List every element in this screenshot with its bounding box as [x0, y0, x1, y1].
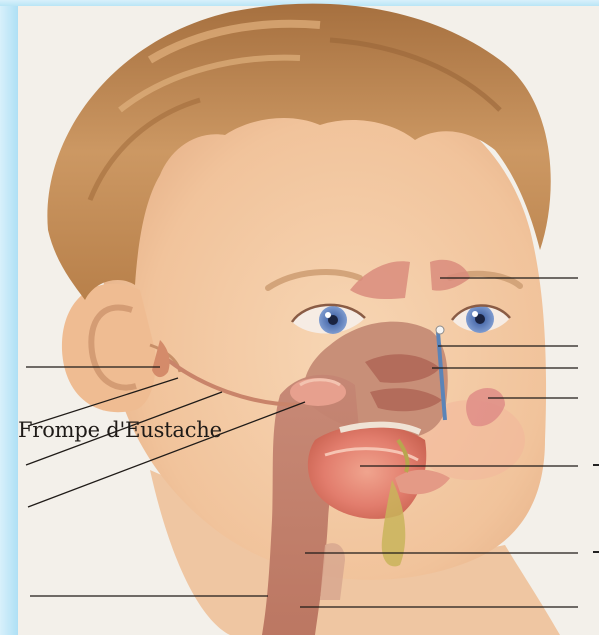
edge-tick-1 — [593, 464, 599, 466]
edge-tick-2 — [593, 551, 599, 553]
label-eustachian-tube: Frompe d'Eustache — [18, 418, 222, 442]
